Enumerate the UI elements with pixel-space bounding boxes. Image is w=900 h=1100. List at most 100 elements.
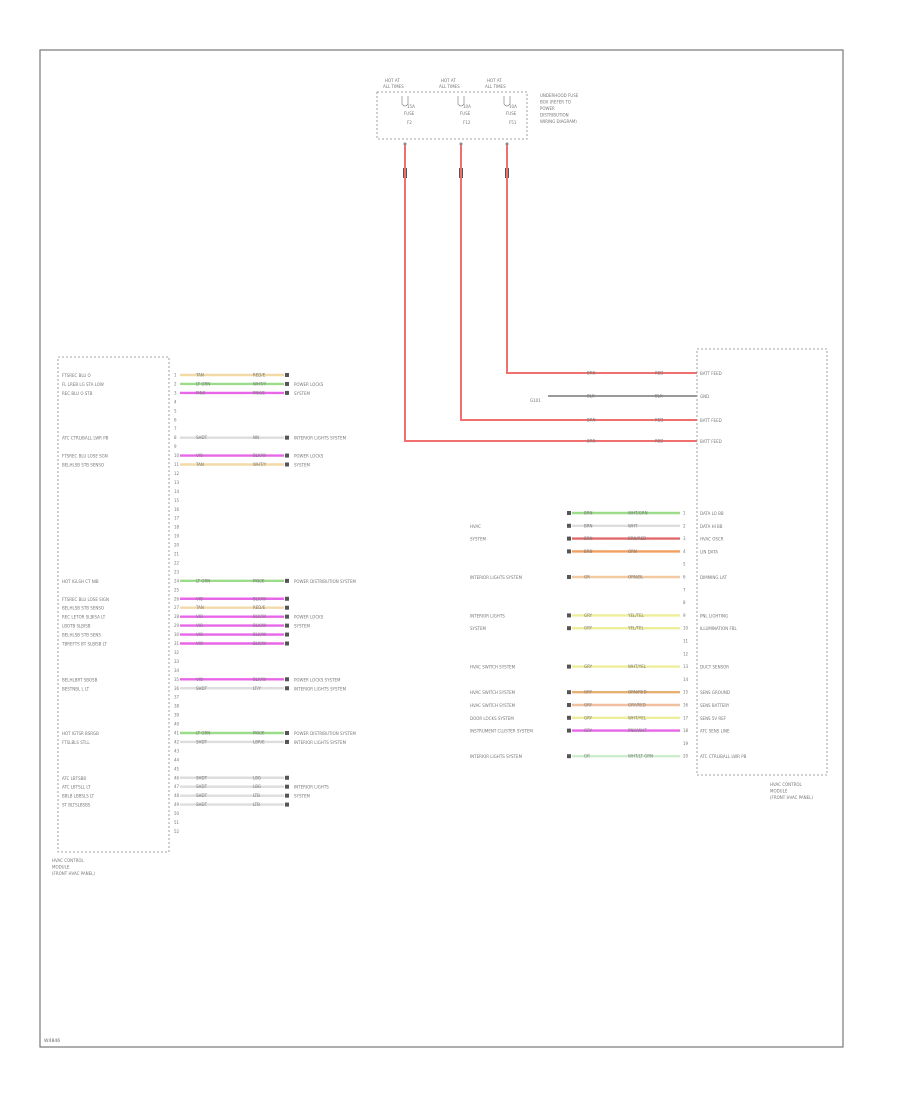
battery-feed-wire <box>460 145 697 421</box>
left-pin-number: 24 <box>174 578 180 583</box>
wire-color-2: BLK/W <box>253 677 266 682</box>
feed-color-2: RED <box>655 439 663 444</box>
wire-color-1: SHDT <box>196 435 208 440</box>
feed-color-2: RED <box>655 371 663 376</box>
feed-label: BATT FEED <box>700 439 722 444</box>
right-module-caption-line: (FRONT HVAC PANEL) <box>770 795 813 800</box>
right-pin-number: 5 <box>683 562 686 567</box>
left-pin-number: 43 <box>174 748 180 753</box>
fuse-name: FUSE <box>506 111 517 116</box>
wire-color-1: GRY <box>584 626 593 631</box>
right-pin-label: DATA LO BB <box>700 511 724 516</box>
wire-color-2: BRN/RED <box>628 536 646 541</box>
left-module-caption-line: MODULE <box>52 865 70 870</box>
right-pin-label: DIMMING LAT <box>700 575 727 580</box>
wire-color-2: PNK/E <box>253 390 265 395</box>
left-pin-number: 33 <box>174 659 180 664</box>
feed-color-1: BLK <box>587 394 595 399</box>
wire-color-1: GRY <box>584 715 593 720</box>
left-pin-number: 28 <box>174 614 180 619</box>
left-pin-number: 3 <box>174 390 177 395</box>
left-pin-number: 49 <box>174 802 180 807</box>
right-pin-label: DATA HI BB <box>700 524 723 529</box>
wire-color-2: RED/E <box>253 373 266 378</box>
right-destination: HVAC SWITCH SYSTEM <box>470 703 516 708</box>
ground-tag: G101 <box>530 398 541 403</box>
left-module-caption-line: HVAC CONTROL <box>52 858 85 863</box>
connector-mark <box>285 775 289 780</box>
right-pin-number: 1 <box>683 511 686 516</box>
feed-label: GND <box>700 394 709 399</box>
right-pin-number: 18 <box>683 728 689 733</box>
left-destination: INTERIOR LIGHTS SYSTEM <box>294 436 347 441</box>
fuse-box-caption-line: DISTRIBUTION <box>540 113 569 118</box>
left-pin-number: 6 <box>174 417 177 422</box>
wire-color-1: GRY <box>584 728 593 733</box>
left-pin-number: 14 <box>174 489 180 494</box>
left-pin-label: BBLB LBBSLS LT <box>62 794 95 799</box>
wire-color-1: TAN <box>195 373 204 378</box>
left-pin-number: 38 <box>174 704 180 709</box>
left-destination: SYSTEM <box>294 624 310 629</box>
left-pin-number: 39 <box>174 713 180 718</box>
fuse-name: FUSE <box>404 111 415 116</box>
left-pin-number: 37 <box>174 695 180 700</box>
right-pin-number: 16 <box>683 703 689 708</box>
wire-color-2: WHT/YEL <box>628 664 647 669</box>
left-pin-number: 12 <box>174 471 180 476</box>
left-pin-number: 8 <box>174 435 177 440</box>
left-pin-number: 10 <box>174 453 180 458</box>
left-destination: INTERIOR LIGHTS SYSTEM <box>294 740 347 745</box>
wire-color-1: PINK <box>196 390 206 395</box>
right-pin-label: ATC CTRLIBALL LWR PB <box>700 754 747 759</box>
left-pin-number: 26 <box>174 596 180 601</box>
left-destination: POWER DISTRIBUTION SYSTEM <box>294 579 356 584</box>
connector-mark <box>285 731 289 735</box>
fuse-id: F51 <box>509 120 517 125</box>
fuse-name: FUSE <box>460 111 471 116</box>
right-pin-label: SENS 5V REF <box>700 716 727 721</box>
left-module-outline <box>57 356 170 853</box>
left-pin-number: 13 <box>174 480 180 485</box>
connector-mark <box>285 596 289 601</box>
fuse-symbol <box>401 96 409 107</box>
wire-color-1: VIO <box>196 614 203 619</box>
wire-color-2: LBG <box>253 784 261 789</box>
wire-color-2: RED/E <box>253 605 266 610</box>
left-pin-label: ATC LBTSLL LT <box>62 785 91 790</box>
left-pin-label: FL LREB LG STA LOW <box>62 382 104 387</box>
left-destination: POWER LOCKS <box>294 615 324 620</box>
left-pin-number: 45 <box>174 766 180 771</box>
connector-mark <box>285 739 289 744</box>
left-pin-label: BELHLSB STB SENSO <box>62 463 104 468</box>
connector-mark <box>285 381 289 386</box>
fuse-box-caption-line: BOX (REFER TO <box>540 100 571 105</box>
left-pin-number: 52 <box>174 829 180 834</box>
connector-mark <box>285 614 289 619</box>
fuse-box-caption-line: WIRING DIAGRAM) <box>540 119 577 124</box>
wire-color-2: BLK/W <box>253 641 266 646</box>
connector-mark <box>285 578 289 583</box>
connector-mark <box>285 453 289 458</box>
left-pin-number: 7 <box>174 426 177 431</box>
battery-feed-wire <box>404 145 697 442</box>
wire-color-1: VIO <box>196 623 203 628</box>
left-pin-number: 21 <box>174 552 180 557</box>
left-pin-number: 11 <box>174 462 180 467</box>
connector-mark <box>567 728 571 733</box>
right-pin-number: 2 <box>683 523 686 528</box>
right-pin-number: 4 <box>683 549 686 554</box>
feed-color-1: BRN <box>587 418 596 423</box>
wire-color-2: WHT/Y <box>253 462 267 467</box>
connector-mark <box>285 686 289 691</box>
left-pin-number: 35 <box>174 677 180 682</box>
right-pin-number: 11 <box>683 639 689 644</box>
wire-color-1: SHDT <box>196 686 208 691</box>
left-pin-label: BELHLBRT SBOSB <box>62 677 98 682</box>
right-pin-number: 8 <box>683 600 686 605</box>
left-pin-label: FTSLBLS STLL <box>62 740 90 745</box>
wire-color-2: PKK/E <box>253 578 265 583</box>
